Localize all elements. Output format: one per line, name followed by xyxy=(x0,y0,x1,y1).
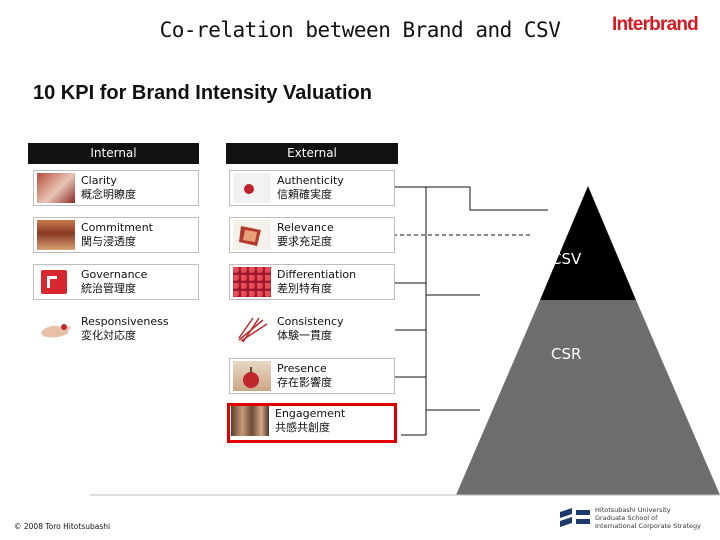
authenticity-thumbnail xyxy=(233,173,271,203)
external-column-header: External xyxy=(226,143,398,164)
relevance-thumbnail xyxy=(233,220,271,250)
internal-column-header: Internal xyxy=(28,143,199,164)
connector-authenticity-csv xyxy=(426,186,548,211)
interbrand-logo: Interbrand xyxy=(612,14,699,35)
engagement-thumbnail xyxy=(231,406,269,436)
commitment-thumbnail xyxy=(37,220,75,250)
consistency-thumbnail xyxy=(233,314,271,344)
presence-thumbnail xyxy=(233,361,271,391)
external-bracket-line xyxy=(393,186,427,436)
governance-thumbnail xyxy=(37,267,75,297)
clarity-thumbnail xyxy=(37,173,75,203)
hitotsubashi-logo-icon xyxy=(560,508,590,527)
differentiation-thumbnail xyxy=(233,267,271,297)
csv-pyramid-top xyxy=(540,186,636,300)
slide-subtitle: 10 KPI for Brand Intensity Valuation xyxy=(33,82,372,104)
csr-pyramid-base xyxy=(456,300,720,495)
copyright-notice: © 2008 Toro Hitotsubashi xyxy=(14,522,111,531)
slide-title: Co-relation between Brand and CSV xyxy=(159,18,561,42)
csr-label: CSR xyxy=(551,345,582,363)
csv-label: CSV xyxy=(551,250,582,268)
responsiveness-thumbnail xyxy=(37,314,75,344)
university-name: Hitotsubashi University Graduate School … xyxy=(595,506,701,530)
